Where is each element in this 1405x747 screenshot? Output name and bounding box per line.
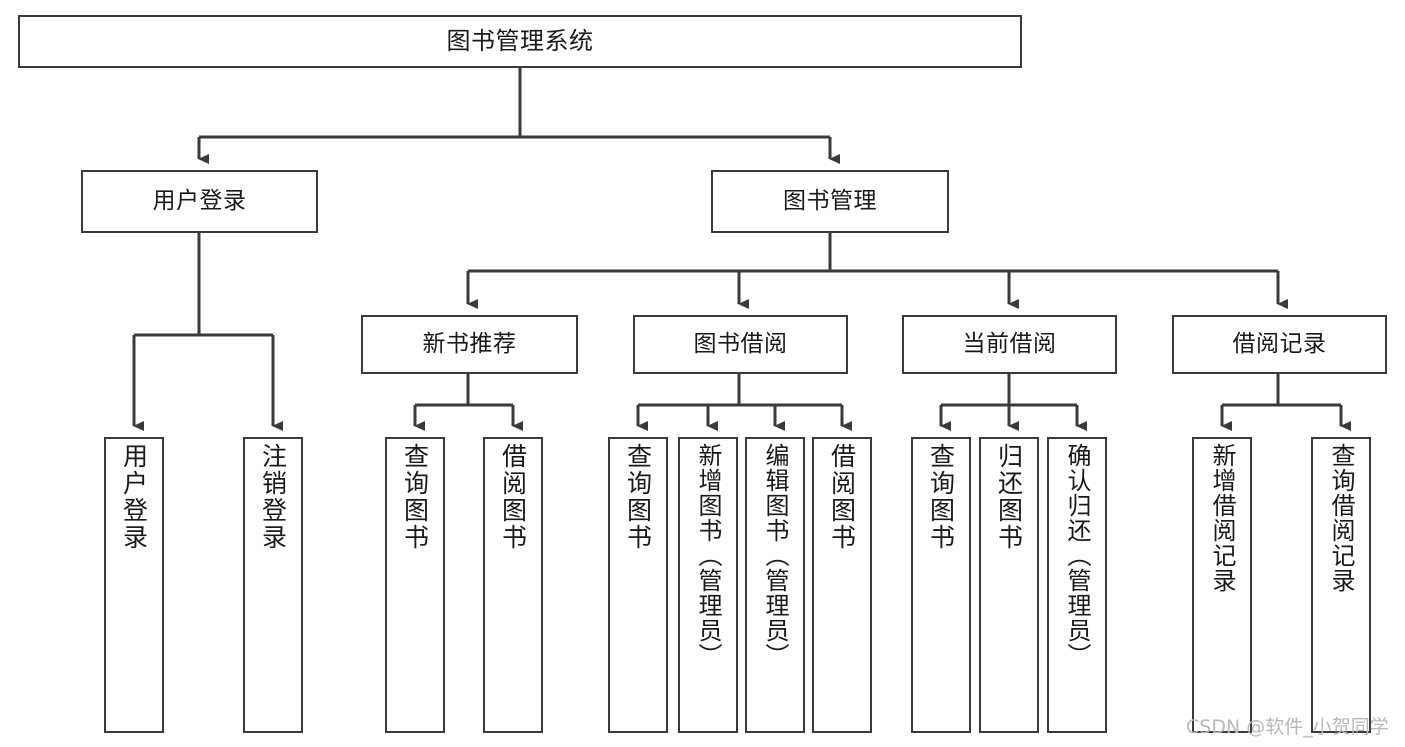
node-label: 新增借阅记录 xyxy=(1208,443,1236,593)
node-current-borrow[interactable]: 当前借阅 xyxy=(902,315,1117,374)
node-label: 图书管理 xyxy=(783,188,877,215)
node-root-system[interactable]: 图书管理系统 xyxy=(18,15,1022,68)
leaf-record-query-record[interactable]: 查询借阅记录 xyxy=(1311,437,1371,733)
node-new-book-recommend[interactable]: 新书推荐 xyxy=(361,315,578,374)
leaf-borrow-query-book[interactable]: 查询图书 xyxy=(608,437,668,733)
node-label: 新增图书（管理员） xyxy=(694,443,722,668)
leaf-user-login-logout[interactable]: 注销登录 xyxy=(243,437,303,733)
leaf-user-login-login[interactable]: 用户登录 xyxy=(104,437,164,733)
node-label: 图书借阅 xyxy=(693,331,788,358)
node-label: 查询借阅记录 xyxy=(1327,443,1355,593)
leaf-borrow-add-book-admin[interactable]: 新增图书（管理员） xyxy=(678,437,738,733)
node-label: 编辑图书（管理员） xyxy=(761,443,789,668)
leaf-recommend-borrow-book[interactable]: 借阅图书 xyxy=(483,437,543,733)
node-label: 借阅记录 xyxy=(1232,331,1327,358)
node-book-management[interactable]: 图书管理 xyxy=(711,170,949,233)
node-label: 查询图书 xyxy=(400,443,430,551)
node-label: 查询图书 xyxy=(623,443,653,551)
leaf-current-query-book[interactable]: 查询图书 xyxy=(911,437,971,733)
node-label: 确认归还（管理员） xyxy=(1063,443,1091,668)
leaf-borrow-edit-book-admin[interactable]: 编辑图书（管理员） xyxy=(745,437,805,733)
node-label: 借阅图书 xyxy=(827,443,857,551)
node-label: 用户登录 xyxy=(152,188,247,215)
leaf-current-confirm-return-admin[interactable]: 确认归还（管理员） xyxy=(1047,437,1107,733)
node-label: 查询图书 xyxy=(926,443,956,551)
node-label: 用户登录 xyxy=(119,443,149,551)
leaf-record-add-record[interactable]: 新增借阅记录 xyxy=(1192,437,1252,733)
node-label: 当前借阅 xyxy=(962,331,1057,358)
node-label: 归还图书 xyxy=(994,443,1024,551)
csdn-watermark: CSDN @软件_小贺同学 xyxy=(1186,716,1389,738)
node-borrow-record[interactable]: 借阅记录 xyxy=(1172,315,1387,374)
leaf-recommend-query-book[interactable]: 查询图书 xyxy=(385,437,445,733)
node-label: 注销登录 xyxy=(258,443,288,551)
leaf-current-return-book[interactable]: 归还图书 xyxy=(979,437,1039,733)
leaf-borrow-borrow-book[interactable]: 借阅图书 xyxy=(812,437,872,733)
node-book-borrow[interactable]: 图书借阅 xyxy=(633,315,848,374)
node-label: 图书管理系统 xyxy=(446,26,594,55)
node-user-login[interactable]: 用户登录 xyxy=(81,170,318,233)
node-label: 新书推荐 xyxy=(422,331,517,358)
node-label: 借阅图书 xyxy=(498,443,528,551)
